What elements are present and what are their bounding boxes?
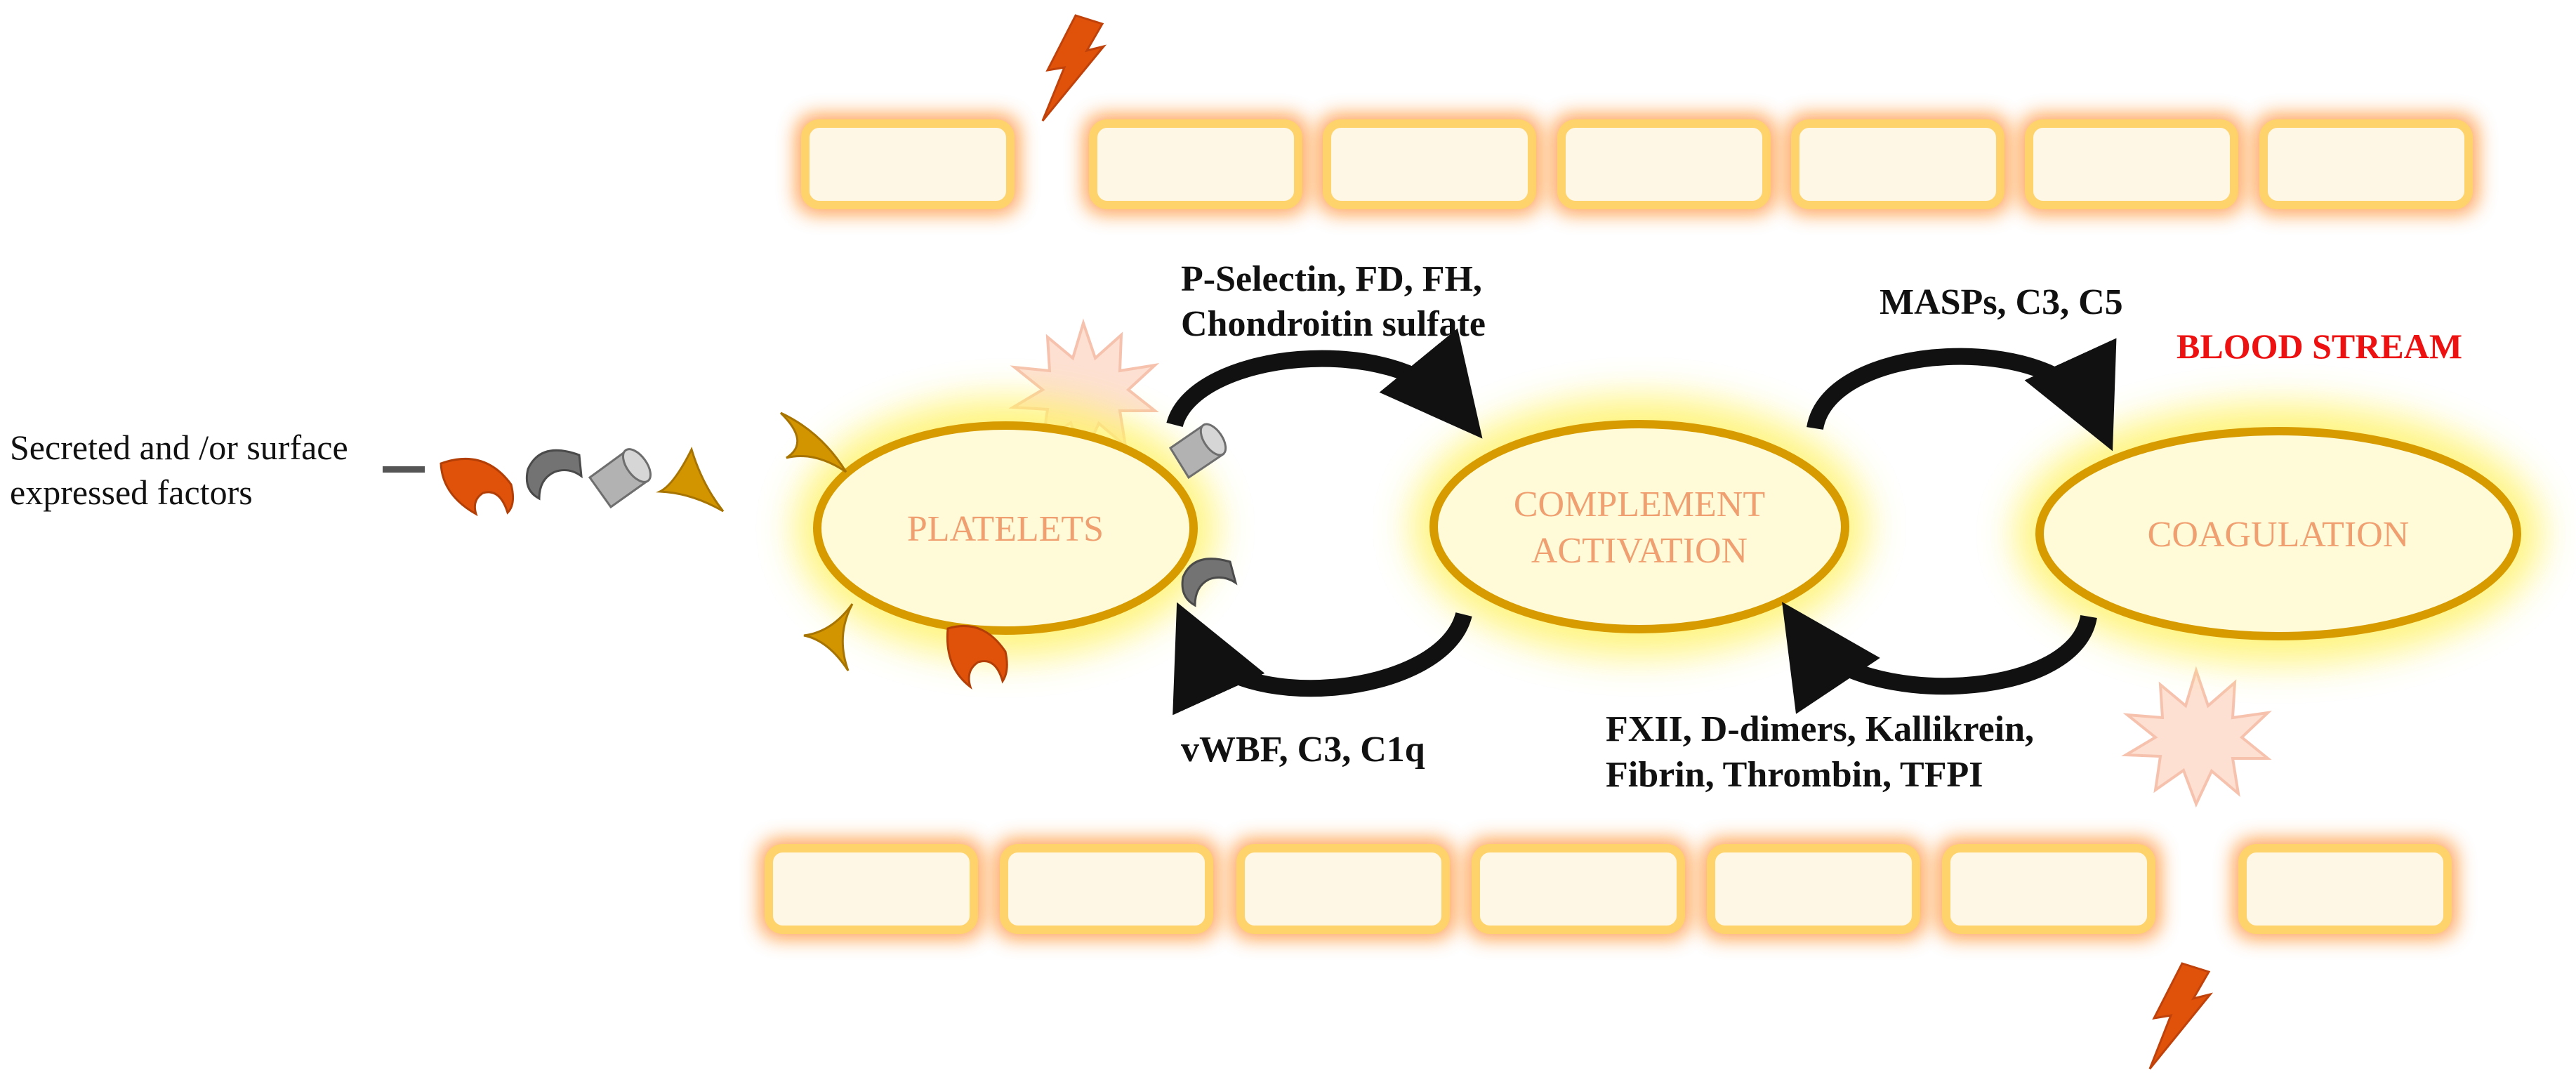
- arrow-platelets-to-complement: [1166, 328, 1483, 439]
- coagulation-node: COAGULATION: [2015, 404, 2542, 664]
- endothelial-cell: [1553, 115, 1775, 213]
- endothelial-cell: [1085, 115, 1307, 213]
- lightning-bolt-icon: [2148, 962, 2213, 1069]
- platelets-label: PLATELETS: [907, 509, 1104, 549]
- bottom-vessel-wall: [760, 840, 2456, 938]
- top-vessel-wall: [797, 115, 2477, 213]
- starburst-icon: [2121, 666, 2272, 808]
- cylinder-receptor-icon: [1168, 423, 1227, 480]
- endothelial-cell: [1938, 840, 2160, 938]
- label-platelets-to-complement-line2: Chondroitin sulfate: [1181, 304, 1486, 344]
- cylinder-receptor-icon: [588, 448, 652, 509]
- arrow-complement-to-coagulation: [1806, 338, 2117, 452]
- label-platelets-to-complement-line1: P-Selectin, FD, FH,: [1181, 259, 1482, 299]
- endothelial-cell: [1232, 840, 1454, 938]
- coagulation-label: COAGULATION: [2148, 515, 2410, 555]
- hook-receptor-icon: [525, 449, 583, 501]
- v-receptor-icon: [779, 411, 847, 473]
- v-receptor-icon: [803, 603, 854, 671]
- crescent-receptor-icon: [440, 458, 515, 517]
- legend-dash: [383, 466, 425, 473]
- endothelial-cell: [1319, 115, 1540, 213]
- complement-activation-node: COMPLEMENT ACTIVATION: [1411, 397, 1868, 657]
- arrow-coagulation-to-complement: [1781, 602, 2097, 714]
- label-complement-to-coagulation: MASPs, C3, C5: [1880, 282, 2123, 322]
- crescent-receptor-icon: [946, 625, 1008, 690]
- endothelial-cell: [2234, 840, 2456, 938]
- legend-line2: expressed factors: [10, 473, 253, 512]
- legend: Secreted and /or surface expressed facto…: [10, 428, 725, 517]
- label-complement-to-platelets: vWBF, C3, C1q: [1181, 730, 1425, 770]
- endothelial-cell: [2255, 115, 2477, 213]
- endothelial-cell: [760, 840, 982, 938]
- endothelial-cell: [1703, 840, 1924, 938]
- endothelial-cell: [797, 115, 1019, 213]
- v-receptor-icon: [656, 446, 725, 513]
- platelets-node: PLATELETS: [795, 398, 1216, 658]
- blood-stream-label: BLOOD STREAM: [2177, 327, 2462, 366]
- label-coagulation-to-complement-line1: FXII, D-dimers, Kallikrein,: [1606, 709, 2034, 749]
- hook-receptor-icon: [1181, 558, 1238, 607]
- endothelial-cell: [2021, 115, 2243, 213]
- endothelial-cell: [996, 840, 1217, 938]
- label-coagulation-to-complement-line2: Fibrin, Thrombin, TFPI: [1606, 755, 1983, 795]
- complement-label-line1: COMPLEMENT: [1514, 485, 1765, 525]
- lightning-bolt-icon: [1041, 14, 1107, 121]
- arrow-complement-to-platelets: [1173, 602, 1472, 716]
- legend-line1: Secreted and /or surface: [10, 428, 348, 467]
- complement-label-line2: ACTIVATION: [1531, 531, 1748, 571]
- endothelial-cell: [1467, 840, 1689, 938]
- endothelial-cell: [1787, 115, 2009, 213]
